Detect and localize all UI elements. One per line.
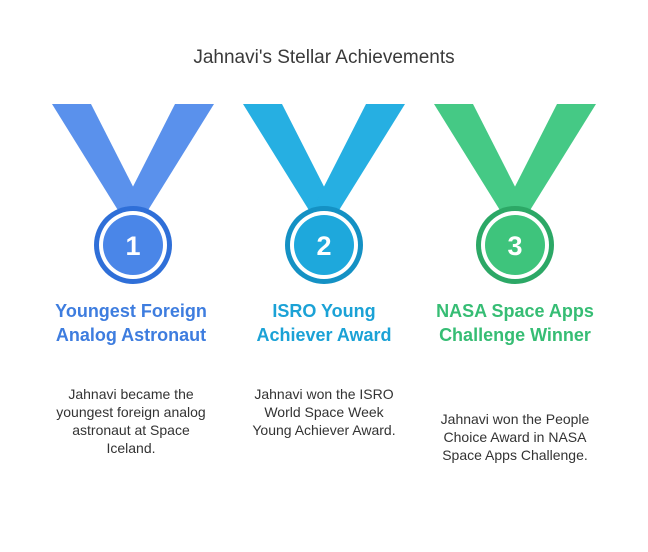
ribbon-medal-icon: 2: [243, 104, 405, 284]
medal-disc: [485, 215, 545, 275]
achievement-description-2: Jahnavi won the ISRO World Space Week Yo…: [252, 386, 396, 438]
medal-disc: [103, 215, 163, 275]
medal-number: 3: [507, 231, 522, 261]
medal-number: 2: [316, 231, 331, 261]
medal-disc: [294, 215, 354, 275]
medal-1: 1: [50, 104, 216, 286]
medal-ribbon-right: [116, 104, 214, 228]
medal-number: 1: [125, 231, 140, 261]
medal-ribbon-left: [243, 104, 341, 228]
achievement-heading-3: NASA Space Apps Challenge Winner: [436, 301, 594, 345]
achievement-heading-1: Youngest Foreign Analog Astronaut: [55, 301, 207, 345]
medal-ribbon-left: [52, 104, 150, 228]
medal-ribbon-left: [434, 104, 532, 228]
ribbon-medal-icon: 1: [52, 104, 214, 284]
achievement-description-3: Jahnavi won the People Choice Award in N…: [440, 411, 590, 463]
ribbon-medal-icon: 3: [434, 104, 596, 284]
page-title: Jahnavi's Stellar Achievements: [193, 47, 455, 68]
achievement-description-1: Jahnavi became the youngest foreign anal…: [56, 386, 206, 456]
medal-ribbon-right: [307, 104, 405, 228]
medal-3: 3: [432, 104, 598, 286]
achievement-heading-2: ISRO Young Achiever Award: [256, 301, 392, 345]
medal-ribbon-right: [498, 104, 596, 228]
medal-2: 2: [241, 104, 407, 286]
